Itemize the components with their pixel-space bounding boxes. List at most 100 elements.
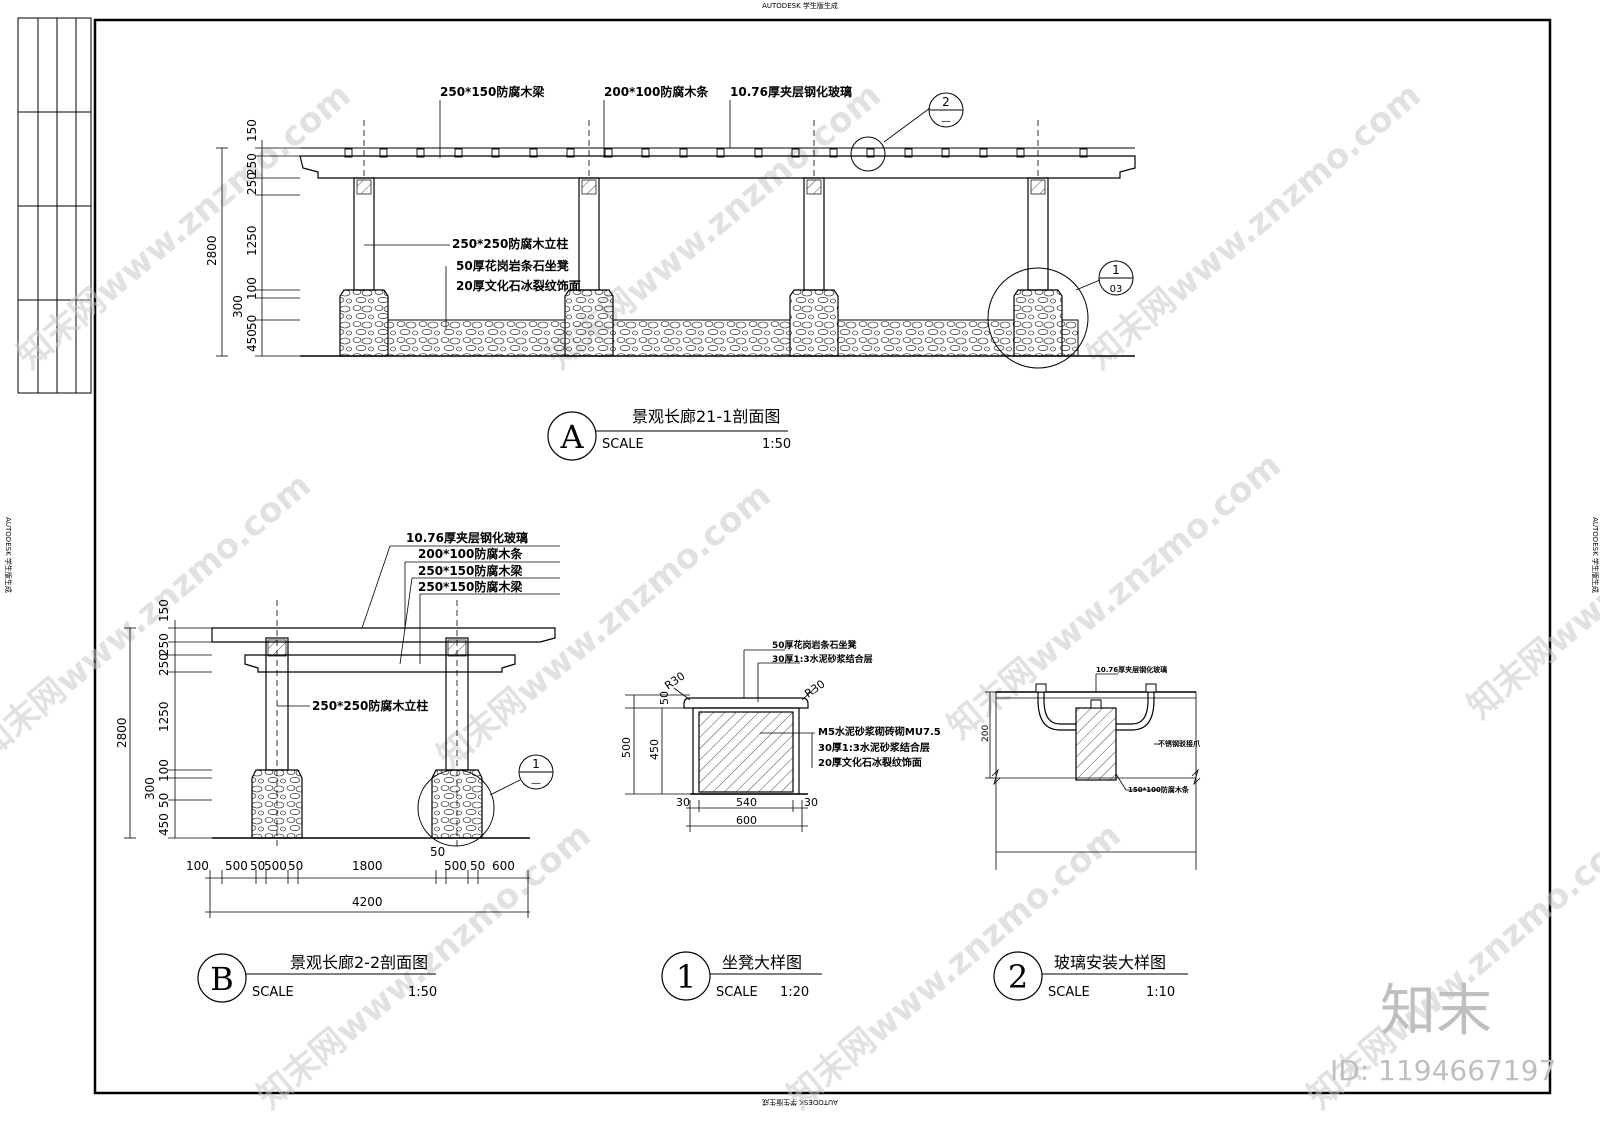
watermark-text: 知末网www.znzmo.com — [1460, 425, 1600, 727]
section-b-title: B 景观长廊2-2剖面图 SCALE 1:50 — [197, 953, 437, 1003]
bench-wall — [387, 319, 1079, 357]
dim-450: 450 — [157, 813, 171, 836]
dim-h: 50 — [250, 859, 265, 873]
scale-label: SCALE — [716, 985, 758, 1000]
dim-50: 50 — [658, 691, 671, 705]
dim-h: 500 — [444, 859, 467, 873]
title-number: 2 — [1008, 958, 1028, 996]
dim-4200: 4200 — [352, 895, 383, 909]
label-mortar: 30厚1:3水泥砂浆结合层 — [772, 653, 873, 665]
label-brick: M5水泥砂浆砌砖砌MU7.5 — [818, 725, 941, 738]
dim-450: 450 — [245, 329, 259, 352]
leader-lines — [364, 100, 1101, 330]
callout-sheet: — — [941, 116, 951, 127]
radius-right: R30 — [802, 677, 827, 700]
dim-30: 30 — [676, 796, 690, 809]
dim-30: 30 — [804, 796, 818, 809]
post — [1027, 120, 1049, 291]
label-slat: 200*100防腐木条 — [604, 84, 709, 99]
sheet-frame — [17, 17, 1552, 1095]
watermark-text: 知末网www.znzmo.com — [940, 445, 1289, 747]
label-slat: 200*100防腐木条 — [418, 546, 523, 561]
title-letter: A — [559, 418, 584, 456]
label-finish: 20厚文化石冰裂纹饰面 — [818, 756, 922, 769]
label-connector: 不锈钢驳接爪 — [1158, 739, 1201, 748]
dimension-values: 150 250 250 1250 100 300 50 450 2800 100… — [115, 599, 515, 909]
callout-number: 1 — [532, 757, 540, 771]
dim-250: 250 — [245, 153, 259, 176]
dim-100: 100 — [245, 277, 259, 300]
dim-1250: 1250 — [245, 225, 259, 256]
dim-1250: 1250 — [157, 701, 171, 732]
dim-h: 500 — [225, 859, 248, 873]
drawing-title: 坐凳大样图 — [722, 953, 802, 972]
callout-number: 1 — [1112, 263, 1120, 277]
watermark-id: ID: 1194667197 — [1330, 1054, 1556, 1087]
section-b-drawing — [124, 545, 560, 918]
detail-2-title: 2 玻璃安装大样图 SCALE 1:10 — [993, 951, 1188, 1001]
label-slat: 150*100防腐木条 — [1128, 785, 1190, 794]
label-seat: 50厚花岗岩条石坐凳 — [772, 639, 858, 651]
detail-callout-circle — [850, 136, 886, 172]
dim-h: 600 — [492, 859, 515, 873]
dim-h: 100 — [186, 859, 209, 873]
post — [578, 120, 600, 291]
dim-h: 500 — [264, 859, 287, 873]
label-beam: 250*150防腐木梁 — [418, 579, 522, 594]
dim-200: 200 — [981, 725, 991, 742]
watermark-text: 知末网www.znzmo.com — [1080, 75, 1429, 377]
callout-number: 2 — [942, 95, 950, 109]
stone-base — [339, 289, 1063, 357]
label-post: 250*250防腐木立柱 — [312, 698, 428, 713]
dim-250: 250 — [157, 653, 171, 676]
scale-label: SCALE — [1048, 985, 1090, 1000]
slat-row — [344, 148, 1088, 158]
detail-callout-circle — [987, 267, 1089, 369]
drawing-title: 玻璃安装大样图 — [1054, 953, 1166, 972]
section-a-title: A 景观长廊21-1剖面图 SCALE 1:50 — [547, 407, 791, 461]
callout-sheet: — — [531, 778, 541, 789]
dim-150: 150 — [245, 119, 259, 142]
dim-h: 50 — [430, 845, 445, 859]
label-seat: 50厚花岗岩条石坐凳 — [456, 258, 570, 273]
callout-1: 1 03 — [1098, 260, 1134, 296]
label-finish: 20厚文化石冰裂纹饰面 — [456, 278, 581, 293]
dim-300: 300 — [143, 777, 157, 800]
dim-500: 500 — [620, 737, 633, 758]
stamp-left: AUTODESK 学生版生成 — [4, 517, 13, 593]
dim-h: 50 — [470, 859, 485, 873]
label-glass: 10.76厚夹层钢化玻璃 — [730, 84, 852, 99]
drawing-title: 景观长廊21-1剖面图 — [632, 407, 780, 426]
label-beam: 250*150防腐木梁 — [440, 84, 544, 99]
post — [353, 120, 375, 291]
dim-250: 250 — [157, 633, 171, 656]
label-post: 250*250防腐木立柱 — [452, 236, 568, 251]
label-beam: 250*150防腐木梁 — [418, 563, 522, 578]
watermark-text: 知末网www.znzmo.com — [10, 75, 359, 377]
stamp-right: AUTODESK 学生版生成 — [1591, 517, 1600, 593]
detail-1-drawing — [625, 649, 816, 832]
dimension-chain — [216, 140, 300, 357]
callout-2: 2 — — [928, 92, 964, 128]
detail-2-drawing — [985, 673, 1201, 870]
title-number: 1 — [676, 958, 696, 996]
scale-label: SCALE — [602, 437, 644, 452]
scale-value: 1:50 — [762, 437, 791, 452]
dimension-values: 50 500 450 30 540 30 600 — [620, 691, 818, 827]
dim-h: 1800 — [352, 859, 383, 873]
callout-1: 1 — — [518, 754, 554, 790]
dim-150: 150 — [157, 599, 171, 622]
title-letter: B — [210, 960, 234, 998]
section-a-drawing — [216, 100, 1136, 369]
dim-2800: 2800 — [115, 717, 129, 748]
callout-sheet: 03 — [1110, 284, 1123, 295]
dimension-values: 150 250 250 1250 100 300 50 450 2800 — [205, 119, 259, 352]
detail-1-title: 1 坐凳大样图 SCALE 1:20 — [661, 951, 822, 1001]
stamp-top: AUTODESK 学生版生成 — [762, 1, 838, 10]
dim-50: 50 — [157, 793, 171, 808]
dim-540: 540 — [736, 796, 757, 809]
label-glass: 10.76厚夹层钢化玻璃 — [1096, 665, 1167, 674]
dim-100: 100 — [157, 759, 171, 782]
watermark-logo: 知末 — [1380, 979, 1492, 1044]
dim-2800: 2800 — [205, 235, 219, 266]
